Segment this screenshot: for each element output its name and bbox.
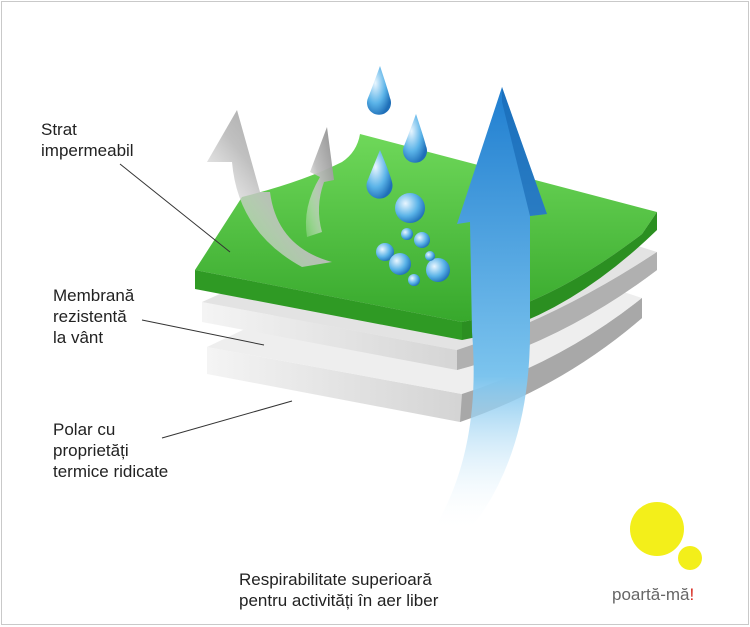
blue-breathability-arrow — [432, 87, 547, 532]
leader-lines — [119, 163, 293, 439]
leader-line-membrana — [141, 319, 265, 346]
caption-line: pentru activități în aer liber — [239, 591, 439, 610]
label-line: la vânt — [53, 328, 104, 347]
droplet-icon — [425, 251, 435, 261]
label-line: proprietăți — [53, 441, 129, 460]
caption-breathability: Respirabilitate superioară pentru activi… — [239, 569, 438, 611]
grey-vapour-arrow — [207, 110, 334, 267]
label-waterproof-layer: Strat impermeabil — [41, 119, 134, 161]
brand-name: poartă-mă! — [612, 585, 694, 605]
droplet-icon — [389, 253, 411, 275]
brand-text: poartă-mă — [612, 585, 690, 604]
label-fleece-layer: Polar cu proprietăți termice ridicate — [53, 419, 168, 482]
label-line: Membrană — [53, 286, 135, 305]
water-droplets — [366, 66, 450, 286]
label-line: rezistentă — [53, 307, 127, 326]
brand-exclamation: ! — [689, 585, 695, 604]
leader-line-strat — [119, 163, 231, 253]
droplet-icon — [401, 228, 413, 240]
caption-line: Respirabilitate superioară — [239, 570, 432, 589]
droplet-icon — [426, 258, 450, 282]
label-line: Polar cu — [53, 420, 116, 439]
droplet-icon — [414, 232, 430, 248]
label-line: impermeabil — [41, 141, 134, 160]
droplet-icon — [408, 274, 420, 286]
label-windproof-membrane: Membrană rezistentă la vânt — [53, 285, 134, 348]
droplet-icon — [367, 66, 391, 115]
droplet-icon — [376, 243, 394, 261]
droplet-icon — [403, 114, 427, 163]
label-line: termice ridicate — [53, 462, 169, 481]
droplet-icon — [366, 150, 393, 199]
leader-line-polar — [161, 400, 293, 439]
droplet-icon — [395, 193, 425, 223]
brand-logo-dots — [630, 502, 702, 570]
label-line: Strat — [41, 120, 77, 139]
